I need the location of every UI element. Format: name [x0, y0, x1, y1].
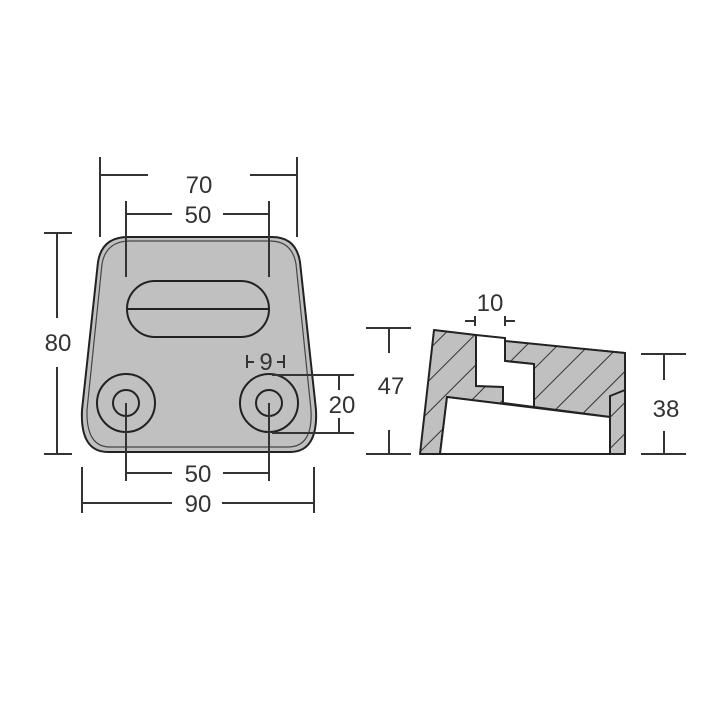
svg-text:50: 50 — [185, 202, 212, 229]
svg-text:20: 20 — [329, 392, 356, 419]
dimension-slot-width: 10 — [465, 290, 515, 326]
dimension-bottom-width: 90 — [81, 467, 315, 518]
dimension-top-outer-width: 70 — [99, 157, 298, 237]
svg-text:38: 38 — [653, 396, 680, 423]
anode-plate-body — [80, 236, 318, 453]
dimension-bottom-hole-spacing: 50 — [125, 403, 270, 488]
svg-text:9: 9 — [259, 349, 272, 376]
side-view: 10 47 38 — [366, 290, 686, 455]
svg-text:47: 47 — [378, 373, 405, 400]
svg-text:90: 90 — [185, 491, 212, 518]
dimension-washer-diameter: 20 — [272, 374, 356, 434]
dimension-height: 80 — [44, 232, 72, 455]
dimension-left-height: 47 — [366, 327, 411, 455]
svg-text:80: 80 — [45, 330, 72, 357]
mounting-slot — [126, 280, 270, 338]
dimension-right-height: 38 — [641, 353, 686, 455]
svg-text:70: 70 — [186, 172, 213, 199]
dimension-hole-diameter: 9 — [246, 349, 285, 376]
svg-text:10: 10 — [477, 290, 504, 317]
svg-text:50: 50 — [185, 461, 212, 488]
dimension-top-hole-spacing: 50 — [125, 201, 270, 277]
top-view: 70 50 80 9 — [44, 157, 355, 518]
